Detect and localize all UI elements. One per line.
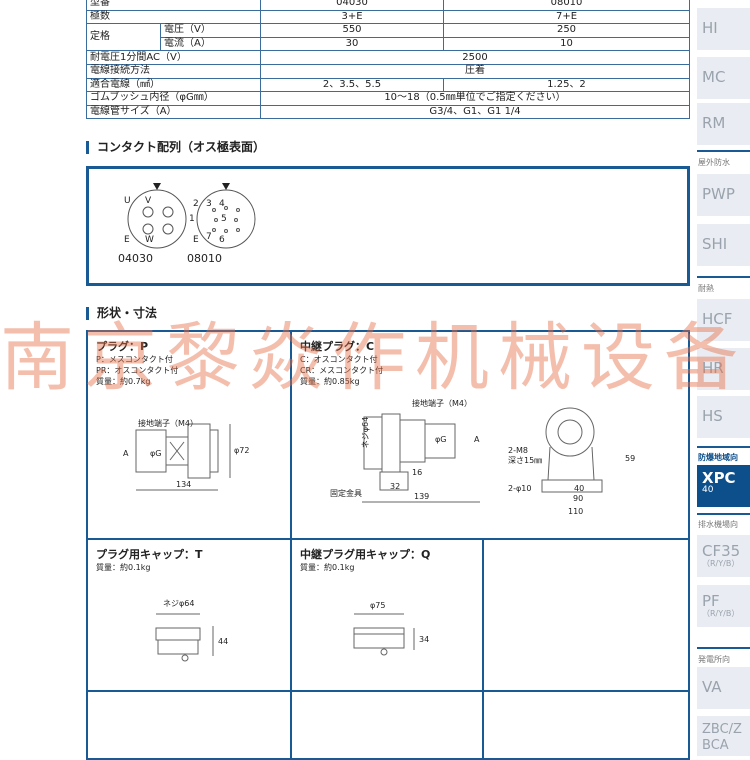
table-row: 耐電圧1分間AC（V）2500 — [86, 50, 690, 65]
tab-rm[interactable]: RM — [697, 103, 750, 145]
tab-hs[interactable]: HS — [697, 396, 750, 438]
plug-drawing — [135, 423, 231, 491]
tab-pwp[interactable]: PWP — [697, 174, 750, 216]
cap-q-cell: 中継プラグ用キャップ：Q 質量：約0.1kg φ75 34 — [290, 538, 484, 692]
cap-t-drawing — [155, 613, 214, 662]
divider — [697, 150, 750, 152]
cap-q-drawing — [353, 613, 415, 656]
tab-cf35[interactable]: CF35（R/Y/B） — [697, 535, 750, 577]
cap-t-cell: プラグ用キャップ：T 質量：約0.1kg ネジφ64 44 — [86, 538, 292, 692]
divider — [697, 513, 750, 515]
table-row: ゴムブッシュ内径（φG㎜）10～18（0.5㎜単位でご指定ください） — [86, 91, 690, 106]
contact-a-name: 04030 — [118, 252, 153, 265]
relay-plug-c-cell: 中継プラグ：C C：オスコンタクト付 CR：メスコンタクト付 質量：約0.85k… — [290, 330, 690, 540]
table-row: 電線接続方法圧着 — [86, 63, 690, 79]
contact-section-title: コンタクト配列（オス極表面） — [86, 141, 265, 154]
tab-va[interactable]: VA — [697, 667, 750, 709]
tab-mc[interactable]: MC — [697, 57, 750, 99]
tab-zbc[interactable]: ZBC/ZBCA — [697, 716, 750, 756]
tab-shi[interactable]: SHI — [697, 224, 750, 266]
divider — [697, 446, 750, 448]
divider — [697, 647, 750, 649]
contact-b-name: 08010 — [187, 252, 222, 265]
contact-diagram — [127, 183, 256, 249]
relay-plug-drawing — [362, 407, 603, 503]
tab-hi[interactable]: HI — [697, 8, 750, 50]
empty-cell — [482, 538, 690, 692]
tab-pf[interactable]: PF（R/Y/B） — [697, 585, 750, 627]
plug-p-cell: プラグ：P P：メスコンタクト付 PR：オスコンタクト付 質量：約0.7kg 接… — [86, 330, 292, 540]
tab-hr[interactable]: HR — [697, 348, 750, 390]
divider — [697, 276, 750, 278]
shape-section-title: 形状・寸法 — [86, 307, 157, 320]
table-row: 電線管サイズ（A）G3/4、G1、G1 1/4 — [86, 104, 690, 120]
contact-box: U V E W 04030 2 3 4 1 5 E 7 6 08010 — [86, 166, 690, 286]
tab-hcf[interactable]: HCF — [697, 299, 750, 341]
